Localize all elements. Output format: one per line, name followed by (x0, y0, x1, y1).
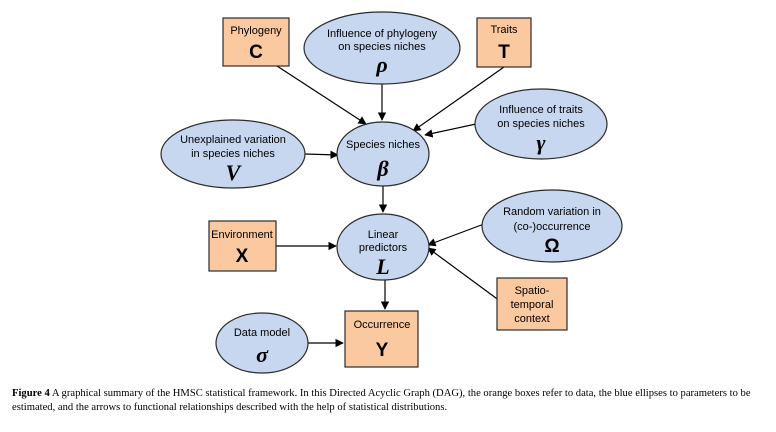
arrow-omega-to-linear (427, 223, 485, 247)
node-v: Unexplained variation in species niches … (160, 119, 306, 189)
gamma-label-line2: on species niches (497, 118, 585, 130)
node-gamma: Influence of traits on species niches γ (474, 88, 608, 160)
linear-label-line1: Linear (368, 229, 399, 241)
spatio-label-line3: context (514, 313, 549, 325)
linear-symbol: L (375, 254, 389, 279)
environment-symbol: X (236, 246, 249, 267)
phylogeny-symbol: C (249, 42, 263, 63)
arrow-traits-to-beta (412, 66, 505, 132)
node-traits: Traits T (476, 17, 532, 68)
gamma-symbol: γ (536, 130, 546, 155)
node-phylogeny: Phylogeny C (222, 17, 290, 67)
phylogeny-label: Phylogeny (230, 25, 282, 37)
node-spatiotemporal-context: Spatio- temporal context (496, 277, 568, 331)
rho-label-line2: on species niches (338, 41, 426, 53)
rho-symbol: ρ (375, 52, 387, 77)
omega-label-line2: (co-)occurrence (513, 221, 590, 233)
node-omega: Random variation in (co-)occurrence Ω (481, 189, 623, 263)
arrow-gamma-to-beta (424, 123, 477, 138)
environment-label: Environment (211, 229, 273, 241)
arrow-v-to-beta (304, 150, 339, 159)
v-label-line2: in species niches (191, 148, 275, 160)
beta-label: Species niches (346, 139, 420, 151)
node-environment: Environment X (208, 220, 277, 272)
arrow-phylogeny-to-beta (276, 65, 367, 125)
omega-symbol: Ω (544, 236, 559, 257)
datamodel-label: Data model (234, 327, 290, 339)
occurrence-label: Occurrence (354, 319, 411, 331)
rho-label-line1: Influence of phylogeny (327, 28, 438, 40)
node-beta: Species niches β (336, 121, 430, 187)
arrow-spatio-to-linear (427, 247, 501, 302)
traits-label: Traits (490, 24, 518, 36)
caption-text: A graphical summary of the HMSC statisti… (12, 388, 751, 413)
arrows (276, 65, 505, 348)
occurrence-symbol: Y (376, 340, 389, 361)
node-rho: Influence of phylogeny on species niches… (303, 11, 461, 85)
linear-label-line2: predictors (359, 242, 408, 254)
datamodel-symbol: σ (256, 342, 269, 367)
figure-caption: Figure 4 A graphical summary of the HMSC… (12, 387, 764, 415)
traits-symbol: T (498, 42, 510, 63)
omega-label-line1: Random variation in (503, 206, 601, 218)
node-data-model: Data model σ (215, 312, 309, 374)
node-linear-predictors: Linear predictors L (336, 213, 430, 281)
caption-figure-label: Figure 4 (12, 388, 50, 399)
v-label-line1: Unexplained variation (180, 134, 286, 146)
hmsc-dag: Phylogeny C Influence of phylogeny on sp… (160, 11, 623, 374)
beta-symbol: β (376, 156, 389, 181)
spatio-label-line2: temporal (511, 299, 554, 311)
node-occurrence: Occurrence Y (344, 310, 419, 368)
spatio-label-line1: Spatio- (515, 285, 550, 297)
gamma-label-line1: Influence of traits (499, 104, 583, 116)
v-symbol: V (226, 160, 243, 185)
